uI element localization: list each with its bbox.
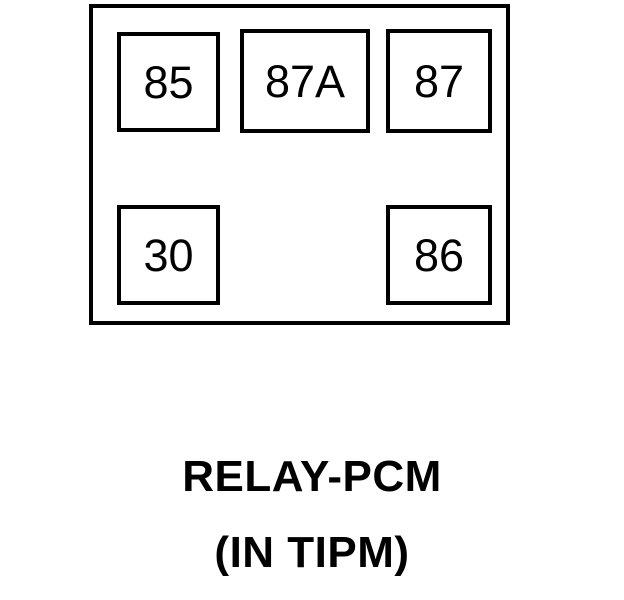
terminal-30-label: 30 — [143, 229, 194, 281]
terminal-30: 30 — [117, 205, 220, 305]
terminal-85-label: 85 — [143, 56, 194, 108]
terminal-87a: 87A — [240, 29, 370, 133]
relay-body-outline: 85 87A 87 30 86 — [89, 4, 510, 325]
terminal-85: 85 — [117, 32, 220, 132]
terminal-86: 86 — [386, 205, 492, 305]
terminal-87-label: 87 — [413, 55, 465, 107]
relay-pinout-diagram: 85 87A 87 30 86 — [89, 4, 510, 325]
diagram-title: RELAY-PCM — [182, 452, 442, 501]
terminal-86-label: 86 — [413, 229, 465, 281]
terminal-87a-label: 87A — [264, 55, 346, 107]
terminal-87: 87 — [386, 29, 492, 133]
diagram-caption: RELAY-PCM (IN TIPM) — [0, 455, 624, 575]
diagram-subtitle: (IN TIPM) — [214, 528, 410, 577]
